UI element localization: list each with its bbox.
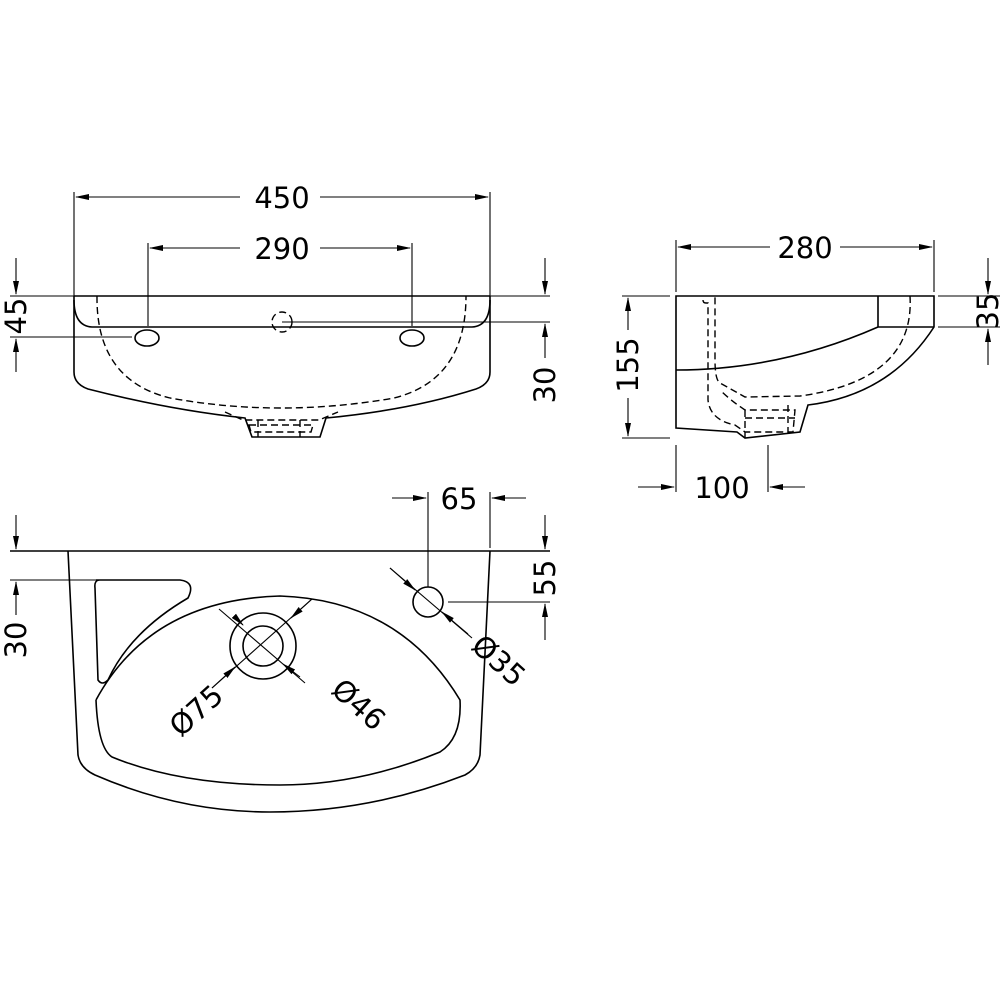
dim-35: 35 xyxy=(938,258,1000,365)
dim-45: 45 xyxy=(0,258,132,372)
dim-label-waste-inner: Ø46 xyxy=(325,672,392,737)
dim-30-plan: 30 xyxy=(0,515,96,658)
dim-155: 155 xyxy=(611,295,670,439)
dim-label-waste-offset: 100 xyxy=(694,471,749,505)
dim-label-overflow-height: 30 xyxy=(528,367,562,404)
front-outline xyxy=(73,295,491,438)
plan-bowl xyxy=(95,595,461,786)
dim-100: 100 xyxy=(638,445,805,505)
dim-label-height: 155 xyxy=(611,337,645,392)
plan-view: Ø75 Ø46 Ø35 30 65 55 xyxy=(0,482,562,813)
dim-450: 450 xyxy=(73,181,491,296)
side-trap-hidden xyxy=(702,299,796,438)
tap-hole-left xyxy=(134,329,160,347)
dim-label-waste-outer: Ø75 xyxy=(163,678,230,743)
dim-290: 290 xyxy=(147,232,413,326)
dim-label-tap-diameter: Ø35 xyxy=(465,628,532,693)
side-ledge xyxy=(675,296,934,371)
dim-label-overall-width: 450 xyxy=(254,181,309,215)
front-bowl-hidden xyxy=(96,295,467,409)
waste-inner-circle xyxy=(242,625,284,667)
dim-label-rim-thickness: 35 xyxy=(971,293,1000,330)
dim-65: 65 xyxy=(392,482,526,587)
dim-label-tap-offset: 65 xyxy=(441,482,478,516)
plan-soap-slot xyxy=(94,579,192,684)
front-rim-lower-edge xyxy=(73,299,491,328)
side-bowl-hidden xyxy=(714,295,911,398)
waste-outer-circle xyxy=(229,612,297,680)
plan-outline xyxy=(67,550,491,813)
dim-280: 280 xyxy=(675,231,935,292)
dim-label-depth: 280 xyxy=(777,231,832,265)
dim-label-tap-depth: 55 xyxy=(528,560,562,597)
dim-30-front: 30 xyxy=(282,258,562,403)
front-view: 450 290 45 30 xyxy=(0,181,562,438)
dim-label-tap-height: 45 xyxy=(0,298,33,335)
front-waste-hidden xyxy=(224,411,339,437)
tap-hole-right xyxy=(399,329,425,347)
dim-label-rim-to-slot: 30 xyxy=(0,622,33,659)
side-view: 280 155 35 100 xyxy=(611,231,1000,505)
dim-label-tap-centres: 290 xyxy=(254,232,309,266)
side-outline xyxy=(675,295,935,439)
dim-55: 55 xyxy=(448,515,562,640)
